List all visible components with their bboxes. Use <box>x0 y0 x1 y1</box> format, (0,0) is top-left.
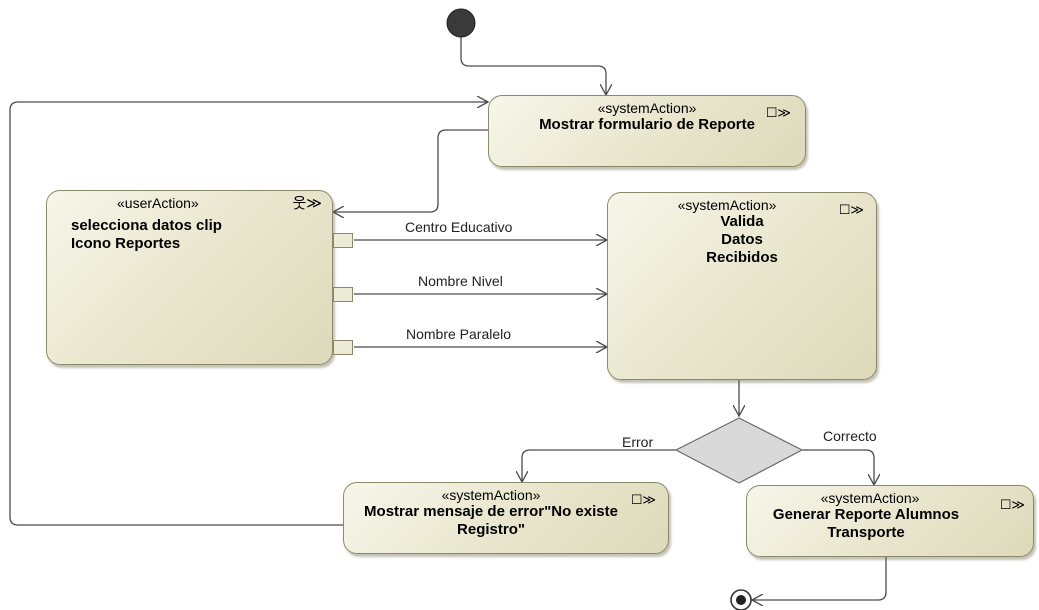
action-selecciona-datos[interactable]: «userAction» selecciona datos clip Icono… <box>46 190 333 365</box>
flow-generar-to-final <box>752 557 887 600</box>
flow-decision-to-error <box>522 449 676 482</box>
action-generar-reporte[interactable]: «systemAction» Generar Reporte Alumnos T… <box>746 485 1034 557</box>
call-behavior-icon: ☐≫ <box>838 202 864 217</box>
call-behavior-icon: ☐≫ <box>999 497 1025 512</box>
stereotype-label: «systemAction» <box>441 487 541 503</box>
stereotype-label: «systemAction» <box>820 490 920 506</box>
output-pin-nombre-nivel[interactable] <box>333 287 353 302</box>
initial-node-icon <box>446 8 476 38</box>
action-name: selecciona datos clip Icono Reportes <box>71 217 222 252</box>
action-valida-datos[interactable]: «systemAction» Valida Datos Recibidos ☐≫ <box>607 192 877 380</box>
action-name: Mostrar mensaje de error"No existe Regis… <box>364 503 618 538</box>
flow-formulario-to-selecciona <box>333 129 488 212</box>
decision-node-icon <box>674 417 804 484</box>
call-behavior-icon: ☐≫ <box>630 492 656 507</box>
flow-error-to-formulario <box>9 102 488 526</box>
action-name: Generar Reporte Alumnos Transporte <box>772 506 960 541</box>
edge-label-centro-educativo: Centro Educativo <box>405 219 513 235</box>
stereotype-label: «userAction» <box>117 195 199 211</box>
edge-label-nombre-nivel: Nombre Nivel <box>418 273 503 289</box>
action-mostrar-formulario[interactable]: «systemAction» Mostrar formulario de Rep… <box>488 95 806 167</box>
actor-call-icon: 웃≫ <box>292 195 322 212</box>
action-name: Mostrar formulario de Reporte <box>539 116 755 133</box>
edge-label-error: Error <box>622 434 654 450</box>
stereotype-label: «systemAction» <box>597 100 697 116</box>
output-pin-nombre-paralelo[interactable] <box>333 340 353 355</box>
flow-initial-to-formulario <box>460 36 606 95</box>
stereotype-label: «systemAction» <box>677 197 777 213</box>
call-behavior-icon: ☐≫ <box>765 105 791 120</box>
edge-label-correcto: Correcto <box>823 428 877 444</box>
action-name: Valida Datos Recibidos <box>706 213 778 266</box>
action-mostrar-error[interactable]: «systemAction» Mostrar mensaje de error"… <box>343 482 669 554</box>
output-pin-centro-educativo[interactable] <box>333 233 353 248</box>
flow-decision-to-generar <box>801 449 874 485</box>
edge-label-nombre-paralelo: Nombre Paralelo <box>406 326 512 342</box>
